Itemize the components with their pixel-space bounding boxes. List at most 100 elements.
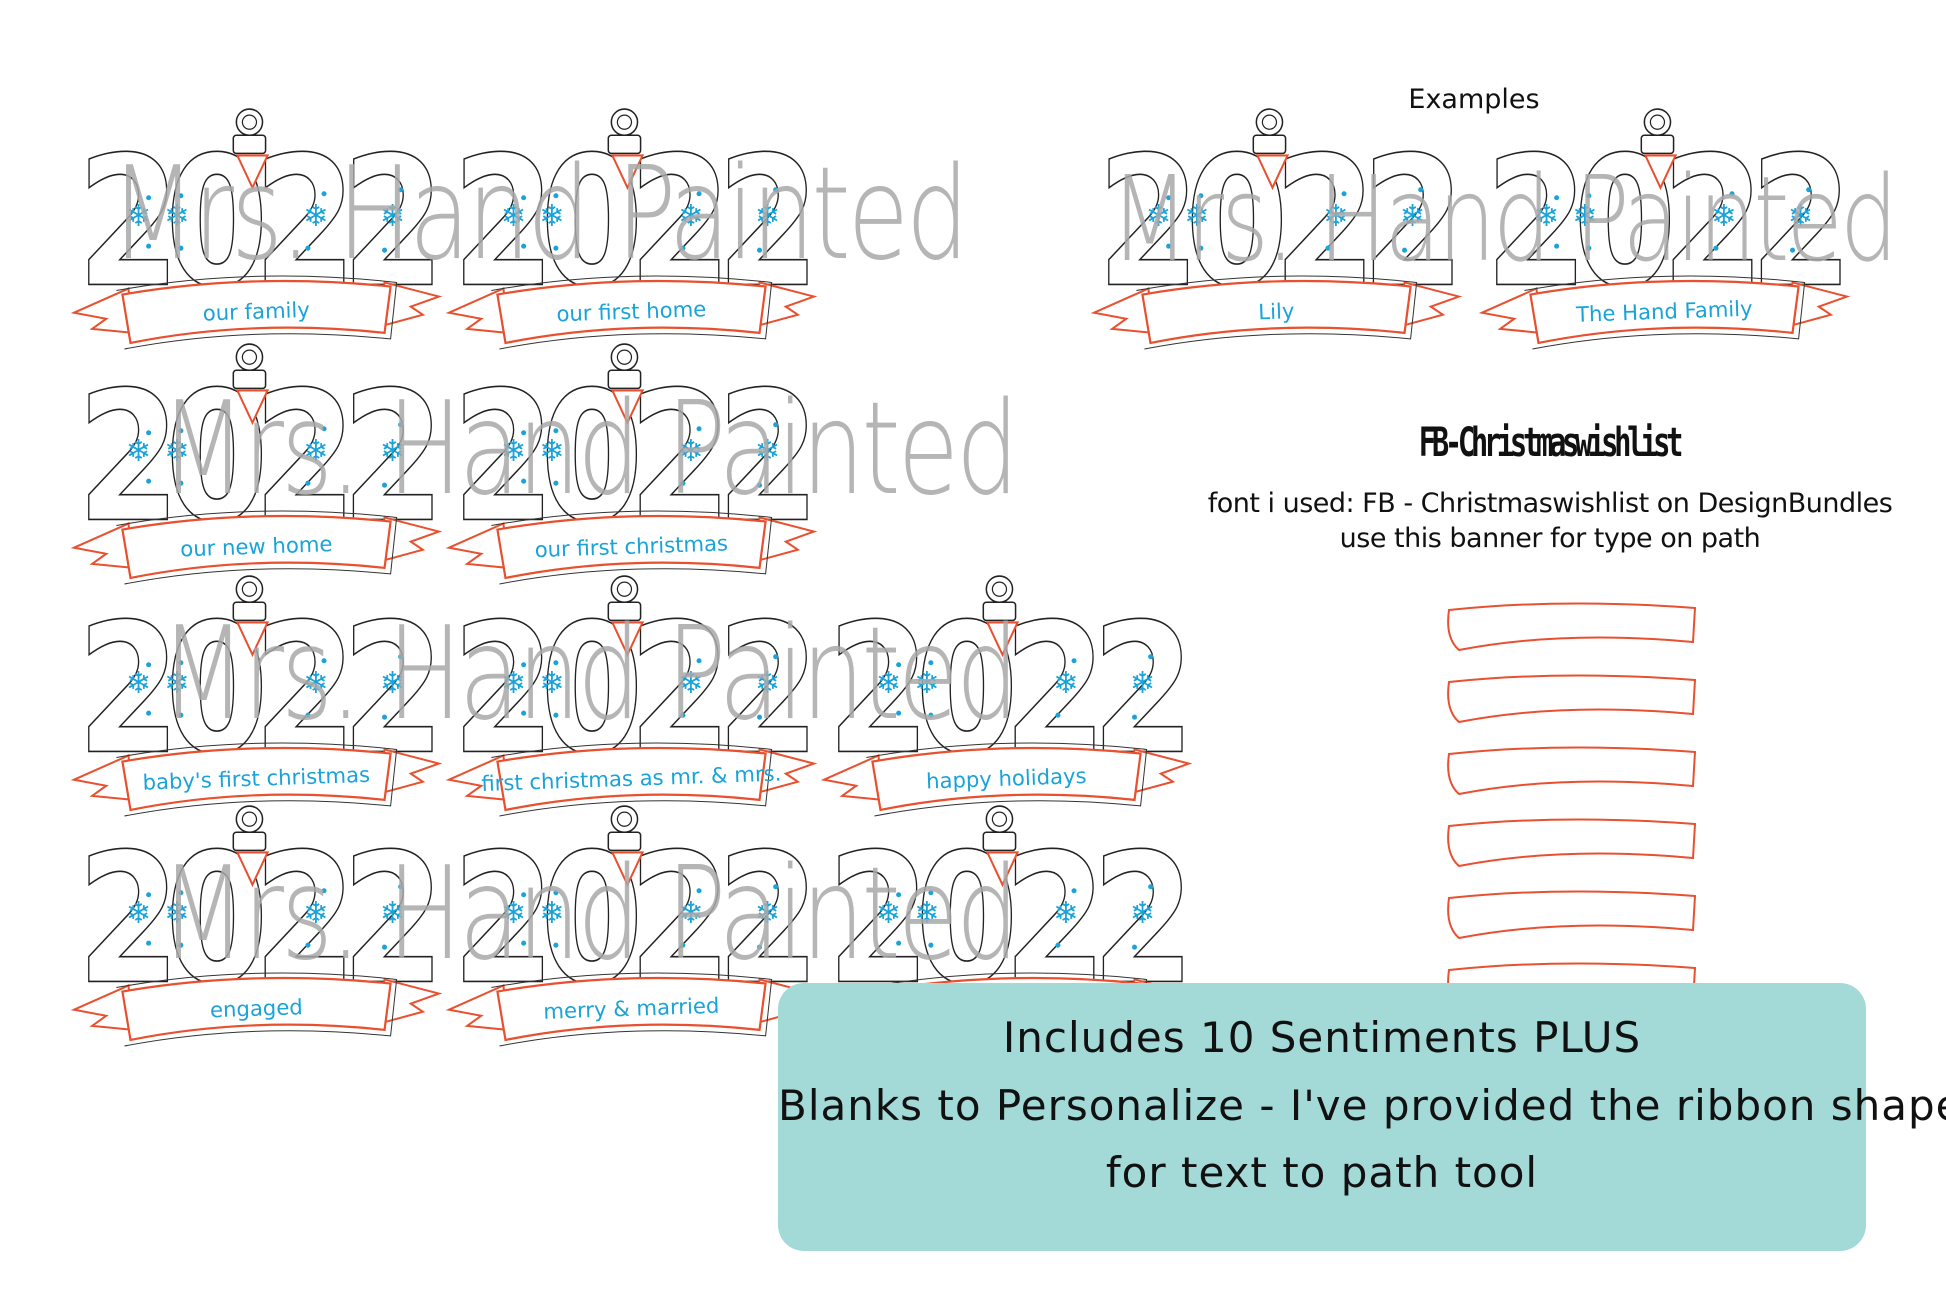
hanger-icon: [607, 343, 642, 390]
hanger-icon: [982, 805, 1017, 852]
svg-text:❄: ❄: [1323, 199, 1348, 234]
ornament-cap-triangle: [235, 389, 270, 426]
svg-text:❄: ❄: [164, 199, 189, 234]
svg-text:❄: ❄: [164, 666, 189, 701]
svg-text:❄: ❄: [755, 434, 780, 469]
snowflake-icon: ❄❄ ❄❄: [126, 187, 405, 253]
svg-text:❄: ❄: [303, 199, 328, 234]
blank-ribbon-banner: [1443, 742, 1701, 798]
sentiment-text: merry & married: [543, 993, 720, 1024]
ornament-cap-triangle: [235, 621, 270, 658]
ribbon-banner: [820, 742, 1193, 817]
svg-text:❄: ❄: [380, 666, 405, 701]
snowflake-icon: ❄❄ ❄❄: [501, 884, 780, 950]
hanger-icon: [232, 343, 267, 390]
ornament: 2022 ❄❄ ❄❄ our new home: [70, 340, 452, 585]
svg-text:❄: ❄: [126, 199, 151, 234]
ornament: 2022 ❄❄ ❄❄ The Hand Family: [1478, 105, 1860, 350]
ribbon-banner: [445, 510, 818, 585]
promo-line-3: for text to path tool: [1105, 1148, 1539, 1197]
hanger-icon: [232, 108, 267, 155]
svg-text:❄: ❄: [303, 666, 328, 701]
blank-ribbon-banner: [1443, 814, 1701, 870]
svg-text:❄: ❄: [303, 434, 328, 469]
svg-text:❄: ❄: [501, 199, 526, 234]
ribbon-banner: [70, 972, 443, 1047]
hanger-icon: [607, 575, 642, 622]
ribbon-banner: [1478, 275, 1851, 350]
banner-instruction-text: use this banner for type on path: [1339, 523, 1761, 554]
promo-box: Includes 10 Sentiments PLUS Blanks to Pe…: [778, 983, 1946, 1251]
svg-text:❄: ❄: [1053, 666, 1078, 701]
svg-text:❄: ❄: [1534, 199, 1559, 234]
svg-text:❄: ❄: [501, 666, 526, 701]
svg-text:❄: ❄: [755, 896, 780, 931]
svg-text:❄: ❄: [914, 666, 939, 701]
snowflake-icon: ❄ ❄ ❄ ❄: [876, 884, 1155, 950]
snowflake-icon: ❄❄ ❄❄: [501, 422, 780, 488]
svg-text:❄: ❄: [126, 896, 151, 931]
ribbon-banner: [1090, 275, 1463, 350]
ornament: 2022 ❄❄ ❄❄ our family: [70, 105, 452, 350]
hanger-icon: [1640, 108, 1675, 155]
sentiment-text: Lily: [1258, 298, 1295, 324]
hanger-icon: [607, 108, 642, 155]
ribbon-banner: [70, 742, 443, 817]
svg-text:❄: ❄: [539, 666, 564, 701]
svg-text:❄: ❄: [126, 666, 151, 701]
ornament-cap-triangle: [1255, 154, 1290, 191]
ornament-cap-triangle: [610, 851, 645, 888]
svg-text:❄: ❄: [678, 199, 703, 234]
sentiment-text: our new home: [180, 531, 333, 561]
snowflake-icon: ❄❄ ❄❄: [126, 422, 405, 488]
svg-text:❄: ❄: [876, 666, 901, 701]
svg-text:❄: ❄: [1130, 666, 1155, 701]
blank-ribbon-banner: [1443, 886, 1701, 942]
ornament-cap-triangle: [235, 851, 270, 888]
svg-text:❄: ❄: [539, 434, 564, 469]
ornament: 2022 ❄❄ ❄❄ merry & married: [445, 802, 827, 1047]
ornament-cap-triangle: [985, 621, 1020, 658]
sentiment-text: The Hand Family: [1575, 296, 1753, 327]
ornament-cap-triangle: [985, 851, 1020, 888]
blank-ribbon-banner: [1443, 670, 1701, 726]
examples-heading: Examples: [1408, 84, 1540, 115]
ornament: 2022 ❄❄ ❄❄ first christmas as mr. & mrs.: [445, 572, 827, 817]
snowflake-icon: ❄ ❄ ❄ ❄: [126, 654, 405, 720]
hanger-icon: [1252, 108, 1287, 155]
svg-text:❄: ❄: [1400, 199, 1425, 234]
svg-text:❄: ❄: [501, 896, 526, 931]
promo-line-2: Blanks to Personalize - I've provided th…: [778, 1081, 1946, 1130]
svg-text:❄: ❄: [755, 199, 780, 234]
svg-text:❄: ❄: [876, 896, 901, 931]
ornament-cap-triangle: [1643, 154, 1678, 191]
hanger-icon: [232, 575, 267, 622]
snowflake-icon: ❄❄ ❄❄: [126, 884, 405, 950]
svg-text:❄: ❄: [501, 434, 526, 469]
svg-text:❄: ❄: [1711, 199, 1736, 234]
ornament: 2022 ❄❄ ❄❄ happy holidays: [820, 572, 1202, 817]
ornament: 2022 ❄❄ ❄❄ our first christmas: [445, 340, 827, 585]
blank-ribbon-banner: [1443, 598, 1701, 654]
svg-text:❄: ❄: [755, 666, 780, 701]
ornament-cap-triangle: [235, 154, 270, 191]
promo-line-1: Includes 10 Sentiments PLUS: [1002, 1013, 1642, 1062]
svg-text:❄: ❄: [678, 896, 703, 931]
ornament-cap-triangle: [610, 389, 645, 426]
svg-text:❄: ❄: [164, 434, 189, 469]
svg-text:❄: ❄: [539, 199, 564, 234]
svg-text:❄: ❄: [1788, 199, 1813, 234]
ornament-cap-triangle: [610, 621, 645, 658]
snowflake-icon: ❄ ❄ ❄ ❄: [876, 654, 1155, 720]
sentiment-text: our family: [202, 297, 310, 326]
ornament: 2022 ❄❄ ❄❄ baby's first christmas: [70, 572, 452, 817]
hanger-icon: [982, 575, 1017, 622]
snowflake-icon: ❄❄ ❄❄: [1146, 187, 1425, 253]
svg-text:❄: ❄: [678, 666, 703, 701]
snowflake-icon: ❄❄ ❄❄: [1534, 187, 1813, 253]
svg-text:❄: ❄: [164, 896, 189, 931]
svg-text:❄: ❄: [914, 896, 939, 931]
svg-text:❄: ❄: [1130, 896, 1155, 931]
svg-text:❄: ❄: [1053, 896, 1078, 931]
ornament-cap-triangle: [610, 154, 645, 191]
